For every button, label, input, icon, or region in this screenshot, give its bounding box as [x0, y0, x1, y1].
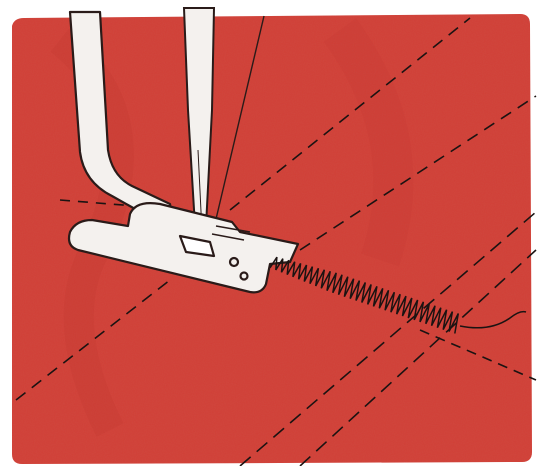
illustration-canvas — [0, 0, 538, 466]
